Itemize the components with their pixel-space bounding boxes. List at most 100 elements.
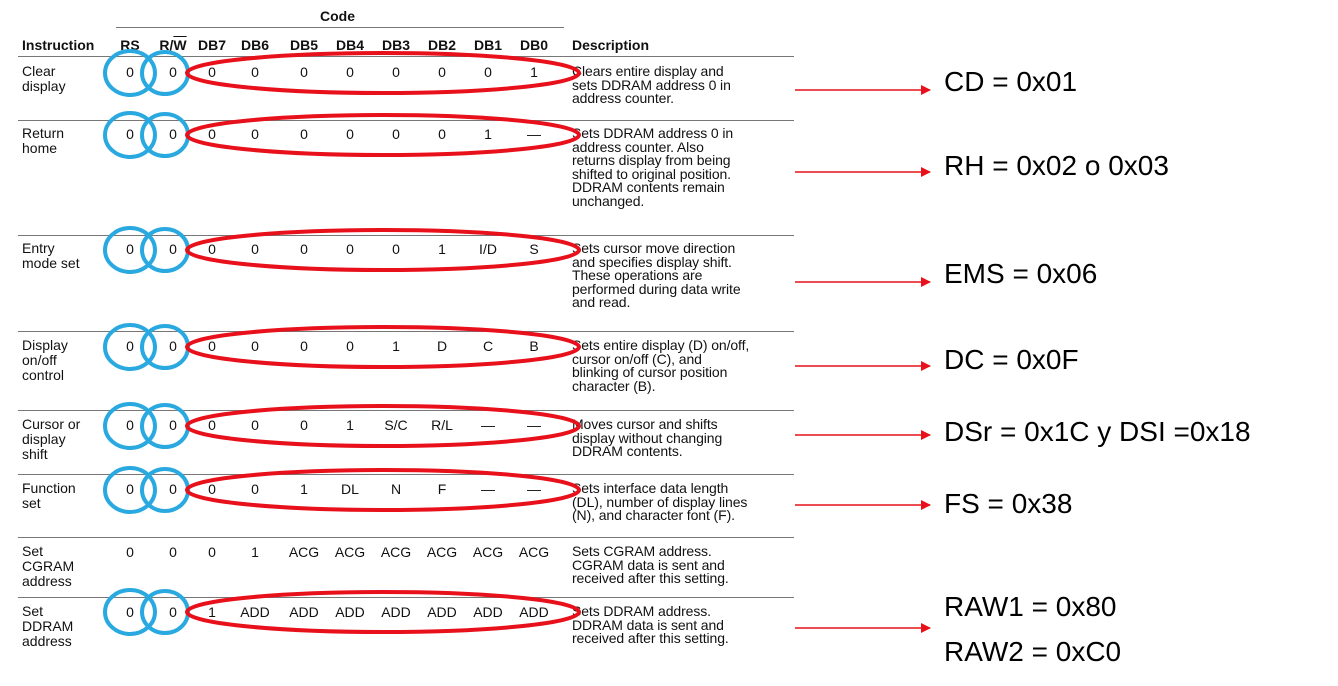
code-cell: ACG (518, 544, 550, 560)
code-cell: R/L (431, 417, 453, 433)
header-separator (18, 56, 794, 57)
instruction-description: Sets DDRAM address.DDRAM data is sent an… (572, 604, 729, 646)
description-line: (N), and character font (F). (572, 507, 735, 523)
instruction-name-line: CGRAM (22, 558, 75, 574)
rw-highlight-circle (140, 50, 190, 96)
result-label: DSr = 0x1C y DSI =0x18 (944, 416, 1251, 447)
description-line: DDRAM data is sent and (572, 616, 724, 633)
code-cell: 1 (208, 604, 216, 620)
code-cell: 0 (251, 241, 259, 257)
rw-highlight-circle (140, 403, 190, 449)
description-line: shifted to original position. (572, 165, 731, 182)
description-line: Sets CGRAM address. (572, 543, 712, 559)
description-line: DDRAM contents remain (572, 179, 725, 195)
code-cell: 0 (484, 64, 492, 80)
code-cell: ADD (519, 604, 549, 620)
result-label: CD = 0x01 (944, 66, 1078, 97)
result-label: RAW2 = 0xC0 (944, 636, 1122, 667)
rw-highlight-circle (140, 467, 190, 513)
code-cell: 1 (346, 417, 354, 433)
instruction-name-line: home (22, 140, 58, 156)
code-cell: 0 (169, 544, 177, 560)
instruction-description: Sets interface data length(DL), number o… (572, 480, 747, 523)
code-cell: 1 (484, 126, 492, 142)
instruction-name-line: display (22, 431, 66, 447)
description-line: address counter. (572, 90, 674, 106)
instruction-name-line: set (22, 495, 41, 511)
code-cell: ACG (426, 544, 458, 560)
code-cell: 0 (251, 126, 259, 142)
column-header-db0: DB0 (519, 37, 549, 53)
code-cell: S (529, 241, 539, 257)
code-cell: — (481, 481, 495, 497)
instruction-name-line: mode set (22, 255, 80, 271)
code-cell: 1 (530, 64, 538, 80)
code-cell: 0 (346, 126, 354, 142)
code-cell: 0 (169, 338, 177, 354)
description-line: Moves cursor and shifts (572, 416, 718, 432)
description-line: Sets entire display (D) on/off, (572, 337, 750, 353)
code-cell: DL (341, 481, 359, 497)
description-line: Sets DDRAM address 0 in (572, 125, 734, 141)
code-cell: 1 (300, 481, 308, 497)
rw-highlight-circle (140, 324, 190, 370)
description-line: character (B). (572, 377, 656, 394)
result-label: FS = 0x38 (944, 488, 1073, 519)
row-separator (18, 537, 794, 538)
code-header-rule (116, 27, 564, 28)
code-cell: 0 (126, 481, 134, 497)
code-cell: 0 (438, 126, 446, 142)
code-cell: I/D (479, 241, 497, 257)
code-cell: B (529, 338, 539, 354)
code-cell: ADD (381, 604, 411, 620)
code-cell: — (527, 126, 541, 142)
code-cell: 0 (346, 338, 354, 354)
row-separator (18, 331, 794, 332)
code-cell: 0 (346, 241, 354, 257)
result-label: EMS = 0x06 (944, 258, 1098, 289)
code-cell: D (436, 338, 448, 354)
instruction-name-line: Set (22, 603, 44, 619)
instruction-name-line: Cursor or (22, 416, 81, 432)
instruction-name-line: Set (22, 543, 44, 559)
instruction-name-line: on/off (22, 352, 57, 368)
code-cell: 1 (251, 544, 259, 560)
code-cell: 0 (126, 417, 134, 433)
code-cell: 0 (169, 604, 177, 620)
code-highlight-ellipse (185, 228, 581, 272)
description-line: address counter. Also (572, 138, 704, 155)
code-cell: 0 (126, 126, 134, 142)
column-header-db6: DB6 (240, 37, 270, 53)
code-cell: ACG (472, 544, 504, 560)
code-cell: 0 (126, 544, 134, 560)
description-line: display without changing (572, 429, 723, 446)
code-highlight-ellipse (185, 468, 581, 512)
code-highlight-ellipse (185, 325, 581, 369)
code-cell: 0 (208, 417, 216, 433)
description-line: CGRAM data is sent and (572, 556, 725, 573)
description-line: sets DDRAM address 0 in (572, 76, 731, 93)
code-highlight-ellipse (185, 51, 581, 95)
instruction-name-line: shift (22, 446, 48, 462)
description-line: Sets interface data length (572, 480, 729, 496)
row-separator (18, 474, 794, 475)
code-cell: ACG (288, 544, 320, 560)
code-cell: 0 (169, 64, 177, 80)
instruction-description: Sets entire display (D) on/off,cursor on… (572, 337, 750, 394)
code-cell: 0 (300, 126, 308, 142)
code-highlight-ellipse (185, 113, 581, 157)
code-cell: 0 (300, 241, 308, 257)
code-cell: 0 (208, 126, 216, 142)
column-header-db2: DB2 (427, 37, 457, 53)
code-cell: ACG (380, 544, 412, 560)
result-label: DC = 0x0F (944, 344, 1079, 375)
code-cell: 0 (169, 481, 177, 497)
code-cell: 0 (392, 64, 400, 80)
